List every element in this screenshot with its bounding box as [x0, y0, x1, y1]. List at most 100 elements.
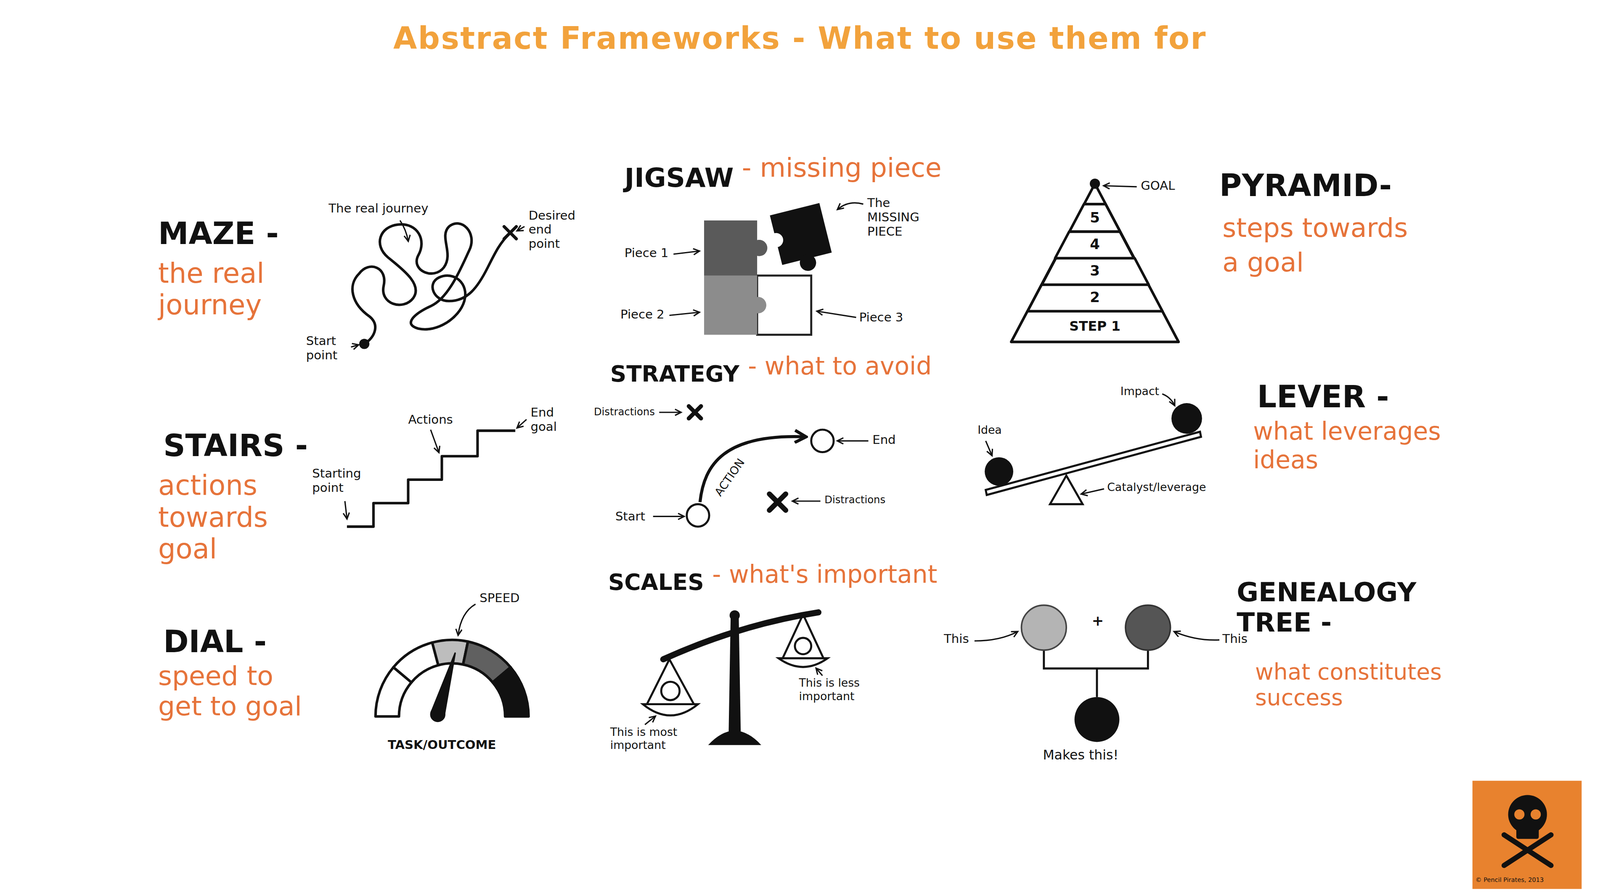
section-subtitle: what leverages ideas — [1252, 418, 1457, 475]
crossed-pencils — [1504, 834, 1552, 866]
step-label: 5 — [1089, 209, 1100, 226]
pan-weight — [661, 681, 680, 700]
maze-path — [352, 223, 511, 344]
band-shape — [1069, 203, 1121, 232]
section-heading: SCALES — [608, 569, 705, 596]
skull-jaw — [1516, 824, 1539, 839]
maze-figure — [352, 223, 517, 350]
leader-line — [837, 202, 864, 210]
fulcrum — [1049, 475, 1083, 504]
leader-line — [344, 500, 348, 519]
annotation: Catalyst/leverage — [1107, 481, 1206, 495]
leader-lines — [344, 185, 1220, 725]
section-subtitle: actions towards goal — [158, 469, 297, 565]
annotation: Impact — [1120, 385, 1160, 399]
arrow-label: ACTION — [712, 455, 748, 499]
plus-sign: + — [1091, 611, 1104, 629]
annotation: Makes this! — [1042, 747, 1119, 763]
pyramid-step: 5 — [1069, 203, 1121, 232]
leader-line — [1162, 393, 1175, 406]
skull-eye — [1530, 809, 1541, 820]
puzzle-knob — [749, 296, 767, 314]
goal-dot — [1089, 178, 1100, 189]
section-heading: DIAL - — [163, 624, 267, 660]
step-label: 3 — [1089, 263, 1100, 280]
section-subtitle: - missing piece — [741, 153, 942, 184]
leader-line — [985, 440, 993, 456]
section-subtitle: - what's important — [712, 561, 938, 590]
step-label: STEP 1 — [1069, 319, 1121, 334]
idea-ball — [984, 457, 1014, 486]
leader-line — [458, 603, 476, 635]
pan-hanger — [782, 614, 824, 658]
scale-pan — [642, 704, 698, 716]
badge-ground — [1472, 780, 1582, 889]
band-shape — [1011, 311, 1179, 342]
step-label: 4 — [1089, 236, 1100, 253]
dial-segment — [492, 667, 529, 717]
stairs-figure — [347, 430, 516, 527]
family-line — [1043, 649, 1148, 697]
annotation: This — [943, 632, 970, 647]
child-circle — [1074, 696, 1120, 742]
band-shape — [1055, 231, 1134, 259]
annotation: Starting point — [312, 467, 378, 496]
scale-base — [708, 730, 762, 745]
pyramid-outline — [1011, 183, 1179, 342]
pyramid-step: 2 — [1027, 284, 1163, 312]
diagram-title: Abstract Frameworks - What to use them f… — [0, 20, 1600, 57]
leader-line — [517, 419, 527, 428]
puzzle-knob — [751, 239, 768, 257]
annotation: Start point — [306, 334, 350, 363]
leader-line — [517, 226, 525, 231]
needle-hub — [430, 707, 446, 722]
genealogy-figure — [1021, 604, 1171, 742]
dial-figure — [375, 639, 529, 722]
puzzle-piece — [704, 275, 758, 335]
section-subtitle: what constitutes success — [1255, 659, 1460, 711]
pyramid-step: 3 — [1041, 258, 1149, 285]
parent-circle — [1125, 604, 1171, 650]
leader-line — [430, 429, 439, 452]
leader-line — [792, 500, 821, 502]
section-subtitle: speed to get to goal — [158, 661, 317, 723]
annotation: Desired end point — [528, 209, 585, 252]
pyramid-figure — [1011, 178, 1179, 342]
section-subtitle: steps towards a goal — [1222, 211, 1422, 281]
pan-weight — [794, 637, 812, 655]
band-shape — [1027, 284, 1163, 312]
band-shape — [1041, 258, 1149, 285]
dial-segment — [393, 642, 439, 683]
leader-line — [837, 439, 869, 442]
section-heading: STRATEGY — [610, 361, 740, 387]
strategy-figure — [686, 405, 834, 527]
section-heading: PYRAMID- — [1219, 168, 1392, 204]
annotation: TASK/OUTCOME — [387, 738, 497, 753]
annotation: Piece 3 — [859, 311, 904, 326]
start-circle — [686, 503, 710, 527]
annotation: End — [872, 433, 896, 448]
annotation: GOAL — [1140, 179, 1175, 194]
annotation: Start — [615, 510, 646, 525]
annotation: This is most important — [610, 726, 695, 753]
section-heading: MAZE - — [158, 216, 279, 252]
watermark-badge — [1472, 780, 1582, 889]
leader-line — [816, 668, 823, 676]
leader-line — [644, 716, 655, 725]
leader-line — [1174, 631, 1220, 640]
section-heading: STAIRS - — [163, 428, 308, 464]
leader-line — [659, 411, 681, 413]
annotation: SPEED — [479, 591, 520, 606]
annotation: Actions — [407, 413, 453, 427]
distraction-cross — [688, 405, 702, 419]
leader-line — [817, 311, 856, 318]
section-subtitle: - what to avoid — [747, 352, 932, 382]
section-heading: GENEALOGY TREE - — [1236, 577, 1441, 639]
action-arrow — [699, 436, 806, 503]
annotation: Piece 2 — [620, 308, 665, 323]
watermark: © Pencil Pirates, 2013 — [1475, 876, 1544, 884]
scale-beam — [663, 611, 819, 660]
scale-pan — [778, 658, 828, 668]
leader-line — [351, 344, 359, 348]
